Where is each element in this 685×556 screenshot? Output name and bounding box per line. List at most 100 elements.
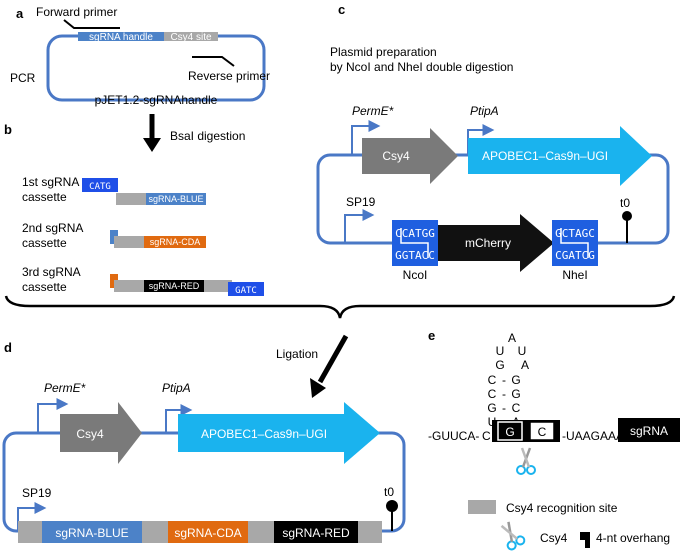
d-cda [168, 521, 248, 543]
bsai-label: BsaI digestion [170, 129, 245, 143]
cassette1-blue [146, 193, 206, 205]
panel-c-title-1: Plasmid preparation [330, 45, 437, 59]
legend-scissors-icon [495, 518, 528, 553]
right-sequence: -UAAGAAA- [562, 429, 628, 443]
cassette2-gray [114, 236, 144, 248]
cassette3-line1: 3rd sgRNA [22, 265, 81, 279]
forward-primer-label: Forward primer [36, 5, 117, 19]
mcherry-gene [438, 214, 554, 272]
terminator-d [386, 500, 398, 512]
ptipA-promoter-d [165, 404, 193, 433]
reverse-primer-label: Reverse primer [188, 69, 270, 83]
sgrna-block [618, 418, 680, 442]
cassette3-red [144, 280, 204, 292]
sgrna-label: sgRNA [630, 424, 668, 438]
ligation-arrow: Ligation [276, 334, 349, 398]
d-cda-label: sgRNA-CDA [174, 526, 241, 540]
cassette1-gray [116, 193, 146, 205]
cassette2-line2: cassette [22, 236, 67, 250]
pjet-label: pJET1.2-sgRNAhandle [95, 93, 218, 107]
mcherry-label: mCherry [465, 236, 511, 250]
catg-label: CATG [89, 182, 111, 192]
cassette1-line2: cassette [22, 190, 67, 204]
sp19-label-d: SP19 [22, 486, 52, 500]
c-box-label: C [538, 425, 547, 439]
g-box [497, 421, 523, 441]
nhe-top: GCTAGC [555, 227, 595, 240]
cassette1-line1: 1st sgRNA [22, 175, 79, 189]
d-gray-3 [248, 521, 274, 543]
panel-d: d PermE* PtipA Csy4 APOBEC1–Cas9n–UGI SP… [2, 340, 406, 543]
stem-left-1: C [488, 387, 497, 401]
reverse-primer-line [192, 56, 235, 67]
stem-dash-1: - [502, 387, 506, 401]
panel-d-label: d [4, 340, 12, 355]
loop-left: U [496, 344, 505, 358]
stem-dash-2: - [502, 401, 506, 415]
cassette3-gray-right [204, 280, 232, 292]
nco-top: CCATGG [395, 227, 435, 240]
legend-csy4-label: Csy4 [540, 531, 568, 545]
csy4-site-segment [164, 32, 218, 41]
merge-brace [4, 295, 676, 319]
legend-site-swatch [468, 500, 496, 514]
cassette3-line2: cassette [22, 280, 67, 294]
nhe-cut-line [560, 228, 589, 258]
apobec-label-c: APOBEC1–Cas9n–UGI [482, 149, 608, 163]
stem-right-0: G [511, 373, 520, 387]
apobec-gene-d [178, 402, 380, 464]
ligation-label: Ligation [276, 347, 318, 361]
panel-c-title-2: by NcoI and NheI double digestion [330, 60, 513, 74]
gatc-overhang [228, 282, 264, 296]
c-box [529, 421, 555, 441]
nco-cut-line [400, 228, 429, 258]
nco-bottom: GGTACC [395, 249, 435, 262]
loop-left2: G [495, 358, 504, 372]
nhei-label: NheI [562, 268, 587, 282]
cassette2-cda-label: sgRNA-CDA [150, 237, 201, 247]
loop-right: U [518, 344, 527, 358]
t0-label-d: t0 [384, 485, 394, 499]
d-red-label: sgRNA-RED [282, 526, 350, 540]
stem-dash-0: - [502, 373, 506, 387]
d-gray-1 [18, 521, 42, 543]
gatc-label: GATC [235, 286, 257, 296]
csy4-gene-c [362, 128, 458, 184]
cassette3-red-label: sgRNA-RED [149, 281, 200, 291]
panel-c: c Plasmid preparation by NcoI and NheI d… [316, 2, 670, 282]
panel-b-label: b [4, 122, 12, 137]
cassette2-cda [144, 236, 206, 248]
ptipA-label-d: PtipA [162, 381, 191, 395]
left-sequence: -GUUCA- [428, 429, 479, 443]
base-c: C [482, 429, 491, 443]
g-box-label: G [505, 425, 514, 439]
ncoi-label: NcoI [403, 268, 428, 282]
stem-left-2: G [487, 401, 496, 415]
csy4-label-d: Csy4 [76, 427, 104, 441]
sp19-label-c: SP19 [346, 195, 376, 209]
panel-a-label: a [16, 6, 24, 21]
panel-a: a Forward primer sgRNA handle Csy4 site … [10, 5, 270, 107]
nhe-bottom: CGATCG [555, 249, 595, 262]
d-blue-label: sgRNA-BLUE [55, 526, 128, 540]
panel-c-label: c [338, 2, 345, 17]
cassette2-line1: 2nd sgRNA [22, 221, 83, 235]
sp19-promoter-c [344, 209, 375, 243]
apobec-label-d: APOBEC1–Cas9n–UGI [201, 427, 327, 441]
loop-top: A [508, 331, 516, 345]
permE-promoter-d [37, 398, 69, 433]
permE-label-c: PermE* [352, 104, 394, 118]
d-gray-4 [358, 521, 382, 543]
pjet-plasmid [46, 34, 266, 102]
sgrna-handle-segment [78, 32, 164, 41]
cassette3-gray-left [114, 280, 144, 292]
stem-left-0: C [488, 373, 497, 387]
pcr-label: PCR [10, 71, 36, 85]
d-blue [42, 521, 142, 543]
panel-e-label: e [428, 328, 435, 343]
d-red [274, 521, 358, 543]
stem-right-2: C [512, 401, 521, 415]
legend-overhang-label: 4-nt overhang [596, 531, 670, 545]
forward-primer-line [63, 19, 120, 29]
